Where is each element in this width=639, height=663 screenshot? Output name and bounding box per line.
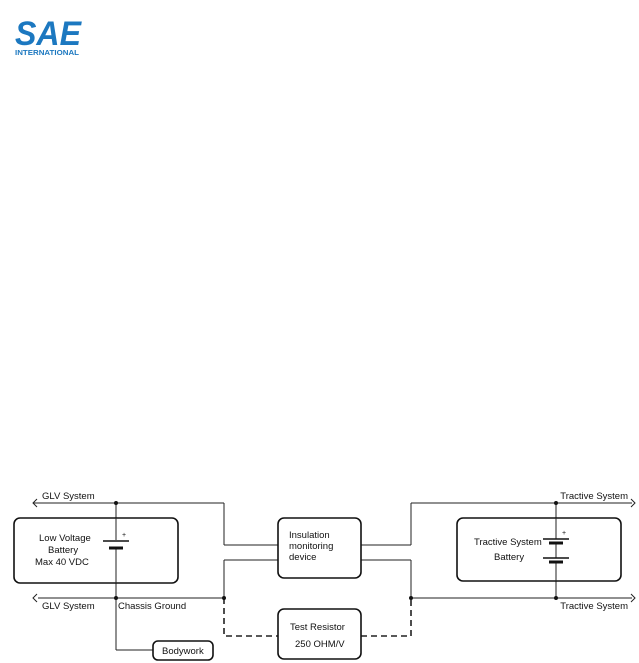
ts-battery-plus-sign: +: [562, 530, 566, 537]
insulation-monitoring-device-box: [277, 517, 362, 579]
logo-wordmark: SAE: [15, 15, 82, 53]
chassis-ground-label: Chassis Ground: [118, 601, 186, 612]
test-resistor-box: [277, 608, 362, 660]
junction-dot-glv-bottom: [222, 596, 226, 600]
ts-bottom-arrowhead: [630, 593, 636, 603]
test-resistor-left-dashed-wire: [223, 598, 278, 637]
glv-system-bottom-label: GLV System: [42, 601, 95, 612]
low-voltage-battery-box: [13, 517, 179, 584]
imd-label-line2: monitoring: [289, 541, 333, 552]
junction-dot-lv-top: [114, 501, 118, 505]
tractive-system-battery-box: [456, 517, 622, 582]
sae-international-logo: SAE INTERNATIONAL: [15, 15, 82, 57]
lv-battery-label-line3: Max 40 VDC: [35, 557, 89, 568]
lv-battery-label-line1: Low Voltage: [39, 533, 91, 544]
tractive-system-top-label: Tractive System: [560, 491, 628, 502]
junction-dot-ts-bottom: [554, 596, 558, 600]
ts-battery-label-line1: Tractive System: [474, 537, 542, 548]
tractive-system-bottom-label: Tractive System: [560, 601, 628, 612]
junction-dot-ts-top: [554, 501, 558, 505]
test-resistor-label-line1: Test Resistor: [290, 622, 345, 633]
imd-label-line1: Insulation: [289, 530, 330, 541]
test-resistor-right-dashed-wire: [361, 598, 412, 637]
junction-dot-ts-bottom-left: [409, 596, 413, 600]
lv-battery-plus-sign: +: [122, 532, 126, 539]
junction-dot-lv-bottom: [114, 596, 118, 600]
lv-battery-symbol: [103, 540, 129, 550]
logo-subtext: INTERNATIONAL: [15, 50, 80, 57]
glv-system-top-label: GLV System: [42, 491, 95, 502]
glv-top-arrowhead: [32, 498, 38, 508]
bodywork-label: Bodywork: [162, 646, 204, 657]
lv-battery-label-line2: Battery: [48, 545, 78, 556]
test-resistor-label-line2: 250 OHM/V: [295, 639, 345, 650]
glv-bottom-arrowhead: [32, 593, 38, 603]
ts-battery-symbol: [543, 538, 569, 564]
ts-battery-label-line2: Battery: [494, 552, 524, 563]
ts-top-arrowhead: [630, 498, 636, 508]
bodywork-box: [152, 640, 214, 661]
imd-label-line3: device: [289, 552, 316, 563]
